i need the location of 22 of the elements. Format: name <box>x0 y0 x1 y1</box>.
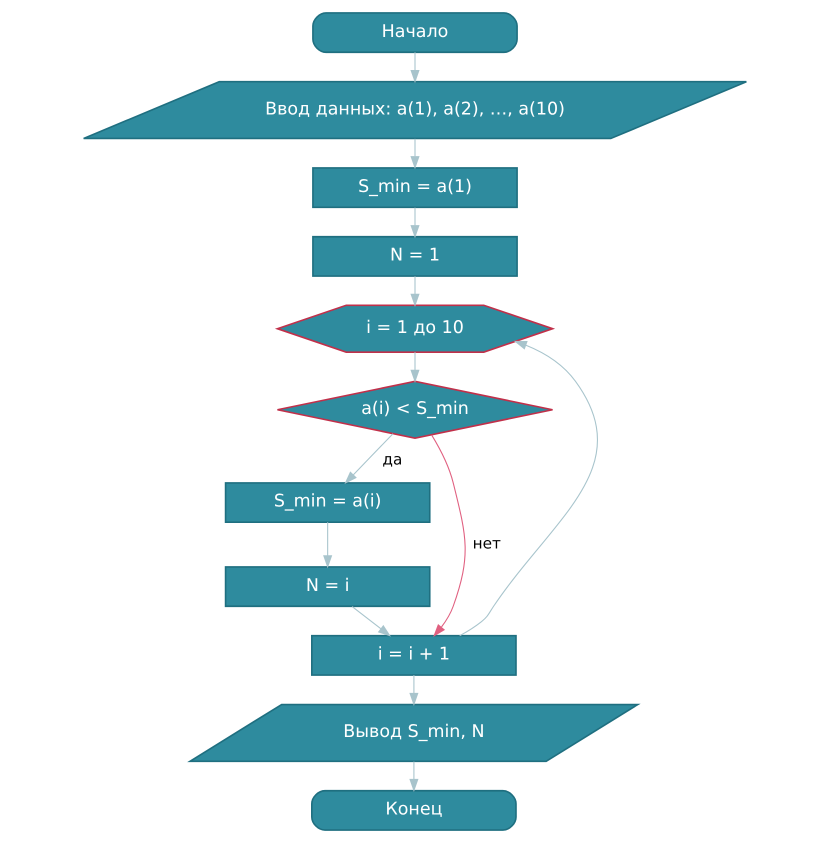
arrow <box>410 138 420 170</box>
node-box: i = i + 1 <box>310 634 516 676</box>
arrow <box>344 433 393 484</box>
node-box: N = i <box>224 566 430 608</box>
edge-label: да <box>382 450 402 469</box>
arrow <box>410 208 420 238</box>
node-box: Конец <box>310 790 516 831</box>
arrow <box>408 762 418 792</box>
node-box: S_min = a(1) <box>312 167 518 208</box>
arrow <box>408 675 418 706</box>
arrow <box>322 522 332 568</box>
edge-label: нет <box>472 534 500 553</box>
node-box: N = 1 <box>312 236 518 277</box>
arrow <box>430 434 466 637</box>
arrow <box>410 52 420 84</box>
arrow <box>410 276 420 307</box>
arrow <box>351 606 390 637</box>
node-diamond: a(i) < S_min <box>276 380 553 439</box>
arrow <box>410 352 420 383</box>
node-box: S_min = a(i) <box>224 482 430 524</box>
node-box: Начало <box>312 12 518 54</box>
arrow <box>458 340 598 636</box>
